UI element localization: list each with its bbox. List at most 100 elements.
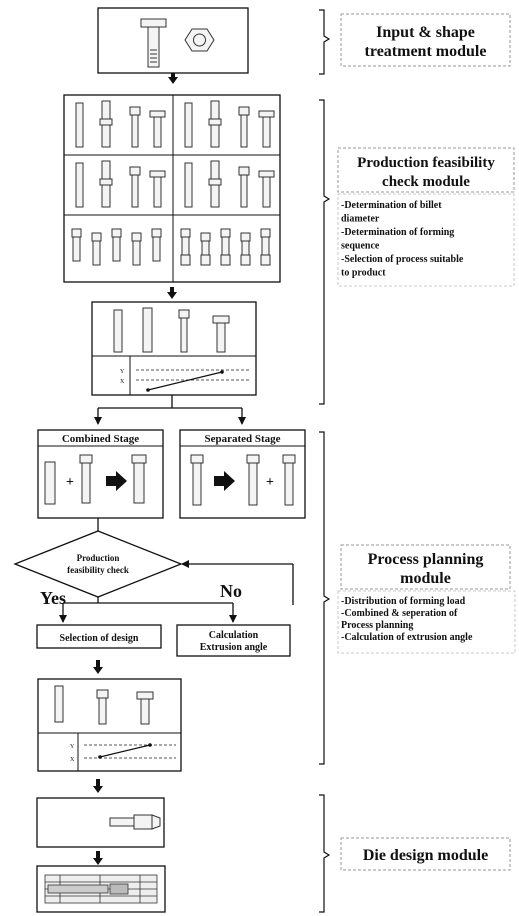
part-shape <box>220 254 231 266</box>
feasibility-module-title-2: check module <box>382 174 470 190</box>
forming-sequence-panel: Y X <box>91 301 257 396</box>
input-module-title-2: treatment module <box>365 43 487 60</box>
planning-module-label: Process planning module -Distribution of… <box>337 544 516 654</box>
part-shape <box>151 228 162 238</box>
planning-module-title-2: module <box>400 570 451 587</box>
input-module-title-1: Input & shape <box>376 24 475 41</box>
part-shape <box>258 170 275 178</box>
planning-bullet-0-line-0: -Distribution of forming load <box>341 596 466 607</box>
calculation-label-line2: Extrusion angle <box>200 642 268 653</box>
feasibility-module-title-1: Production feasibility <box>357 155 495 171</box>
part-shape <box>149 110 166 118</box>
branch-connector <box>94 395 246 425</box>
planning-bullet-1-line-0: -Combined & seperation of <box>341 608 458 619</box>
calculation-box: Calculation Extrusion angle <box>176 624 291 657</box>
planning-bullet-1-line-1: Process planning <box>341 620 413 631</box>
flow-arrow-2 <box>167 292 177 299</box>
plus-sign-combined: + <box>66 475 74 490</box>
yes-label: Yes <box>40 588 66 608</box>
input-module-label: Input & shape treatment module <box>340 13 511 67</box>
part-shape <box>99 118 113 126</box>
part-shape <box>260 228 271 238</box>
module-brackets <box>319 9 331 913</box>
design-result-graph: Y X <box>70 743 176 763</box>
die-module-label: Die design module <box>340 837 511 871</box>
die-module-title: Die design module <box>363 847 488 864</box>
flow-arrow-4 <box>93 786 103 793</box>
part-shape <box>240 114 248 148</box>
part-shape <box>75 102 84 148</box>
part-shape <box>129 166 141 176</box>
part-shape <box>262 116 271 148</box>
graph-x-label: X <box>120 379 125 385</box>
feasibility-bullet-1-line-1: sequence <box>341 241 380 252</box>
part-shape <box>262 176 271 208</box>
calculation-label-line1: Calculation <box>209 630 259 641</box>
combined-stage-label: Combined Stage <box>62 433 139 445</box>
part-shape <box>152 236 161 262</box>
planning-module-title-1: Process planning <box>368 551 484 568</box>
sequence-graph: Y X <box>120 369 250 392</box>
part-shape <box>180 254 191 266</box>
feasibility-decision: Production feasibility check <box>13 530 183 598</box>
flow-arrow-5 <box>93 858 103 865</box>
part-shape <box>131 232 142 242</box>
part-shape <box>112 236 121 262</box>
part-shape <box>260 254 271 266</box>
combined-stage-panel: Combined Stage + <box>37 429 164 519</box>
no-label: No <box>220 581 242 601</box>
input-panel <box>97 7 249 74</box>
design-result-panel: Y X <box>37 678 182 772</box>
selection-of-design-label: Selection of design <box>60 633 139 644</box>
selection-of-design-box: Selection of design <box>36 624 162 649</box>
separated-arrow-icon <box>214 471 235 491</box>
part-shape <box>149 170 166 178</box>
part-shape <box>240 232 251 242</box>
part-shape <box>131 114 139 148</box>
part-shape <box>200 232 211 242</box>
part-shape <box>184 102 193 148</box>
part-shape <box>111 228 122 238</box>
part-shape <box>72 236 81 262</box>
part-shape <box>240 174 248 208</box>
graph-y-label: Y <box>120 369 125 375</box>
feasibility-part-drawings <box>71 100 275 266</box>
separated-stage-label: Separated Stage <box>204 433 280 445</box>
nut-drawing <box>184 28 215 52</box>
planning-bullet-2-line-0: -Calculation of extrusion angle <box>341 632 473 643</box>
part-shape <box>153 176 162 208</box>
part-shape <box>200 254 211 266</box>
combined-arrow-icon <box>106 471 127 491</box>
part-shape <box>71 228 82 238</box>
feasibility-bullet-2-line-1: to product <box>341 268 386 279</box>
part-shape <box>258 110 275 118</box>
part-shape <box>238 106 250 116</box>
graph2-y-label: Y <box>70 744 75 750</box>
part-shape <box>75 162 84 208</box>
part-shape <box>208 118 222 126</box>
feasibility-bullet-1-line-0: -Determination of forming <box>341 227 454 238</box>
part-shape <box>132 240 141 266</box>
decision-label-line1: Production <box>77 553 120 563</box>
part-shape <box>184 162 193 208</box>
flow-arrow-3 <box>93 667 103 674</box>
part-shape <box>91 232 102 242</box>
die-assembly-panel <box>36 865 166 913</box>
part-shape <box>238 166 250 176</box>
part-shape <box>220 228 231 238</box>
decision-flow-lines <box>59 518 294 623</box>
part-shape <box>240 254 251 266</box>
part-shape <box>153 116 162 148</box>
die-part-panel <box>36 797 165 848</box>
part-shape <box>208 178 222 186</box>
part-shape <box>129 106 141 116</box>
graph2-x-label: X <box>70 757 75 763</box>
feasibility-bullet-2-line-0: -Selection of process suitable <box>341 254 464 265</box>
feasibility-bullet-0-line-0: -Determination of billet <box>341 200 442 211</box>
part-shape <box>131 174 139 208</box>
part-shape <box>180 228 191 238</box>
part-shape <box>99 178 113 186</box>
bolt-drawing <box>140 18 167 68</box>
